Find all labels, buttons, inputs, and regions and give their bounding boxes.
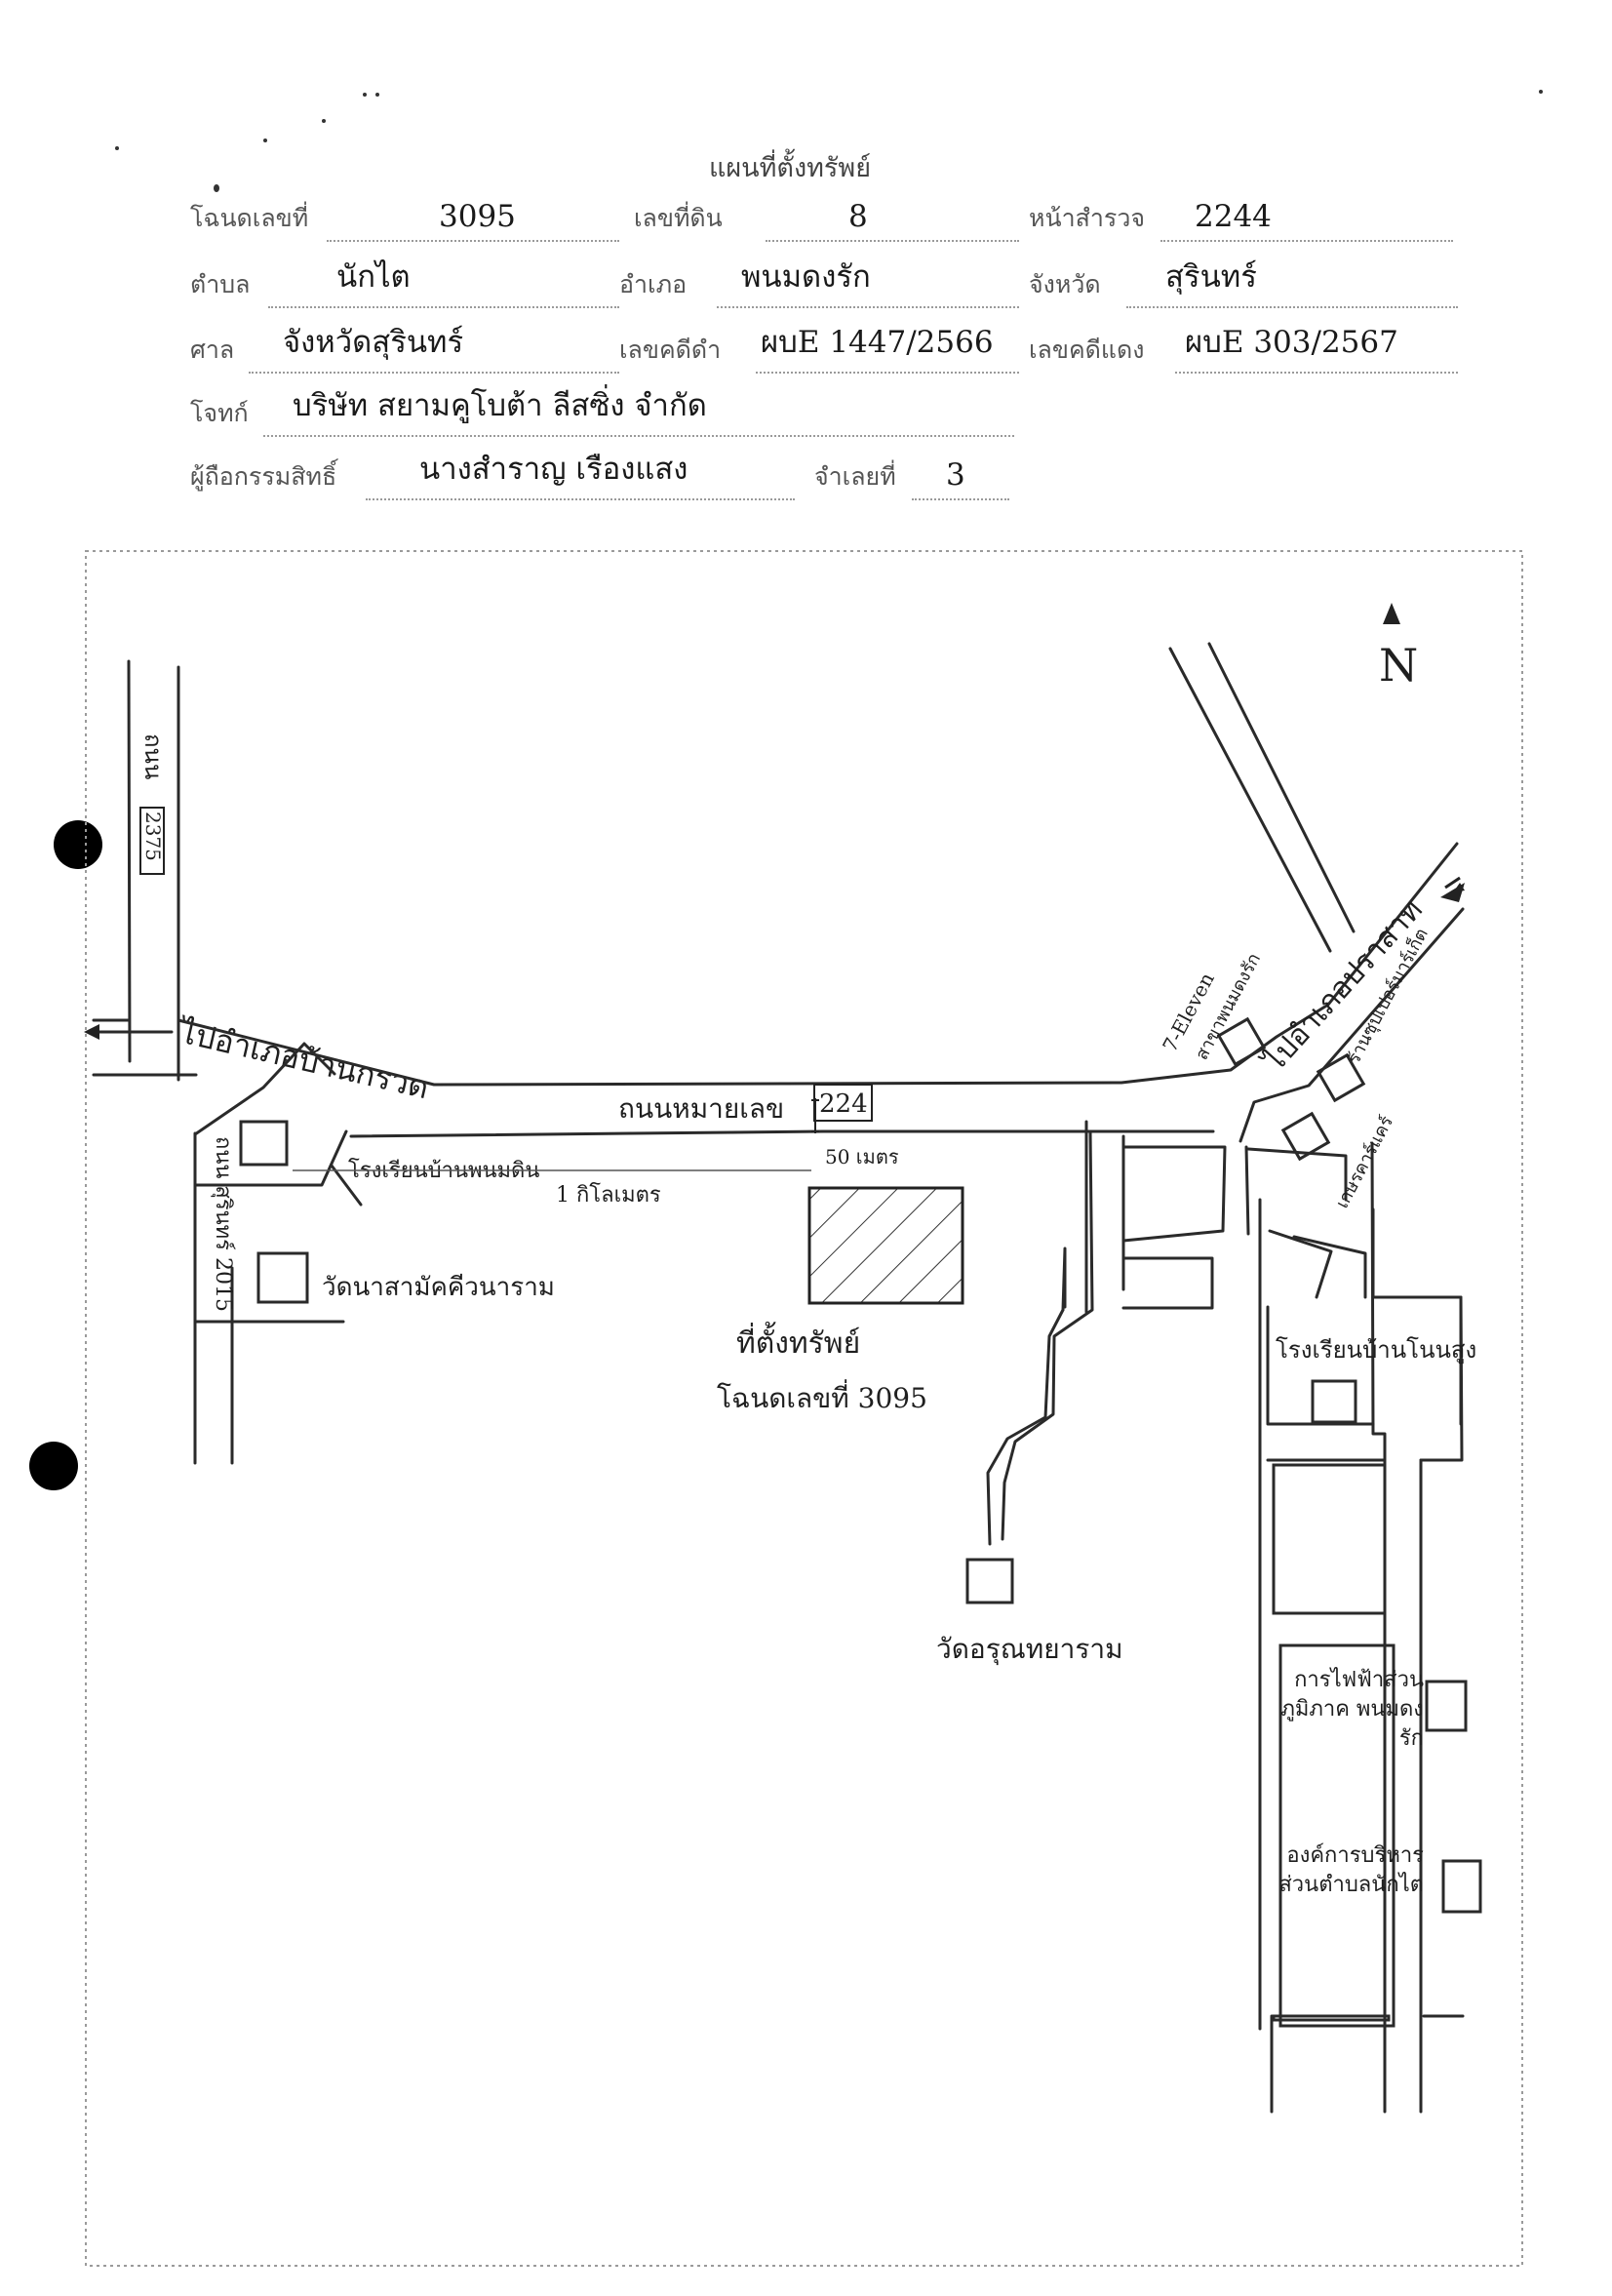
sao-office-building	[1441, 1859, 1482, 1914]
dotted-line	[327, 240, 619, 242]
header-row-court: ศาล จังหวัดสุรินทร์ เลขคดีดำ ผบE 1447/25…	[190, 325, 1458, 377]
defendant-value: 3	[946, 457, 965, 493]
header-row-owner: ผู้ถือกรรมสิทธิ์ นางสำราญ เรืองแสง จำเลย…	[190, 452, 1009, 504]
dotted-line	[717, 306, 1019, 308]
dotted-line	[268, 306, 619, 308]
distance-markers	[293, 1098, 819, 1171]
dotted-line	[1126, 306, 1458, 308]
scan-speck	[115, 146, 119, 150]
defendant-label: จำเลยที่	[814, 462, 896, 491]
property-parcel	[807, 1186, 964, 1305]
punch-hole	[54, 820, 102, 869]
province-label: จังหวัด	[1029, 270, 1101, 298]
pea-office-label-box: การไฟฟ้าส่วนภูมิภาค พนมดงรัก	[1280, 1668, 1424, 1751]
court-value: จังหวัดสุรินทร์	[283, 325, 464, 360]
wat-samakkhi-label: วัดนาสามัคคีวนาราม	[322, 1273, 555, 1302]
wat-srunthayaram-building	[965, 1558, 1014, 1604]
red-case-value: ผบE 303/2567	[1185, 325, 1398, 360]
north-arrow: N	[1379, 603, 1418, 692]
school-phanom-label: โรงเรียนบ้านโนนสูง	[1276, 1336, 1476, 1365]
dotted-line	[766, 240, 1019, 242]
scan-speck	[375, 93, 379, 97]
land-number-value: 8	[848, 199, 868, 234]
scan-speck	[263, 139, 267, 142]
map-frame	[85, 550, 1523, 2267]
black-case-label: เลขคดีดำ	[619, 336, 722, 364]
plaintiff-value: บริษัท สยามคูโบต้า ลีสซิ่ง จำกัด	[293, 388, 707, 423]
dotted-line	[366, 498, 795, 500]
school-ban-phanom-building	[239, 1120, 289, 1167]
scan-speck	[1539, 90, 1543, 94]
subdistrict-label: ตำบล	[190, 270, 251, 298]
local-roads-west	[193, 1042, 363, 1324]
sao-office-label: องค์การบริหารส่วนตำบลนักไต	[1278, 1843, 1424, 1897]
dotted-line	[912, 498, 1009, 500]
pea-office-building	[1425, 1680, 1468, 1732]
black-case-value: ผบE 1447/2566	[761, 325, 994, 360]
seven-eleven-building	[1216, 1016, 1267, 1067]
shop-lower-building	[1280, 1111, 1331, 1162]
district-label: อำเภอ	[619, 270, 688, 298]
document-title: แผนที่ตั้งทรัพย์	[708, 153, 872, 183]
dotted-line	[249, 372, 619, 374]
subdistrict-value: นักไต	[336, 259, 411, 295]
north-label: N	[1379, 639, 1418, 692]
land-number-label: เลขที่ดิน	[634, 204, 723, 232]
shop-upper-building	[1316, 1052, 1366, 1103]
survey-page-label: หน้าสำรวจ	[1029, 204, 1146, 232]
deed-number-value: 3095	[439, 199, 516, 234]
shop-lower-label: เกษรคาร์แคร์	[1332, 1113, 1397, 1212]
dotted-line	[756, 372, 1019, 374]
owner-value: นางสำราญ เรืองแสง	[419, 452, 688, 487]
property-label: ที่ตั้งทรัพย์	[736, 1322, 860, 1361]
pea-office-label: การไฟฟ้าส่วนภูมิภาค พนมดงรัก	[1280, 1668, 1424, 1751]
scan-speck	[214, 184, 219, 192]
dotted-line	[1175, 372, 1458, 374]
court-label: ศาล	[190, 336, 235, 364]
distance-50m-label: 50 เมตร	[825, 1145, 899, 1168]
road-to-wat	[986, 1129, 1094, 1546]
property-deed-label: โฉนดเลขที่ 3095	[717, 1379, 927, 1414]
highway-number: 224	[819, 1089, 868, 1119]
district-value: พนมดงรัก	[741, 259, 871, 295]
wat-samakkhi-building	[256, 1251, 309, 1304]
to-ban-kruat-label: ไปอำเภอบ้านกรวด	[174, 1012, 432, 1106]
highway-label: ถนนหมายเลข	[618, 1092, 784, 1125]
wat-srunthayaram-label: วัดอรุณทยาราม	[936, 1633, 1123, 1666]
deed-number-label: โฉนดเลขที่	[190, 204, 309, 232]
town-blocks	[1084, 1120, 1465, 2114]
scan-speck	[363, 93, 367, 97]
header-row-plaintiff: โจทก์ บริษัท สยามคูโบต้า ลีสซิ่ง จำกัด	[190, 388, 1019, 441]
dotted-line	[263, 435, 1014, 437]
province-value: สุรินทร์	[1165, 259, 1257, 295]
road-2015-label: ถนน สุรินทร์ 2015	[211, 1136, 235, 1312]
dotted-line	[1160, 240, 1453, 242]
road-2375-number: 2375	[141, 812, 165, 861]
red-case-label: เลขคดีแดง	[1029, 336, 1145, 364]
school-phanom-building	[1311, 1379, 1357, 1424]
scan-speck	[322, 119, 326, 123]
header-row-location: ตำบล นักไต อำเภอ พนมดงรัก จังหวัด สุรินท…	[190, 259, 1458, 312]
punch-hole	[29, 1442, 78, 1490]
plaintiff-label: โจทก์	[190, 399, 249, 427]
road-2375	[127, 659, 234, 1465]
highway-224	[177, 642, 1465, 1143]
road-2375-prefix: ถนน	[139, 733, 167, 779]
sao-office-label-box: องค์การบริหารส่วนตำบลนักไต	[1278, 1843, 1424, 1897]
header-row-deed: โฉนดเลขที่ 3095 เลขที่ดิน 8 หน้าสำรวจ 22…	[190, 195, 1453, 246]
distance-1km-label: 1 กิโลเมตร	[556, 1182, 661, 1207]
road-to-ban-kruat	[84, 1018, 198, 1077]
owner-label: ผู้ถือกรรมสิทธิ์	[190, 462, 337, 491]
survey-page-value: 2244	[1195, 199, 1272, 234]
